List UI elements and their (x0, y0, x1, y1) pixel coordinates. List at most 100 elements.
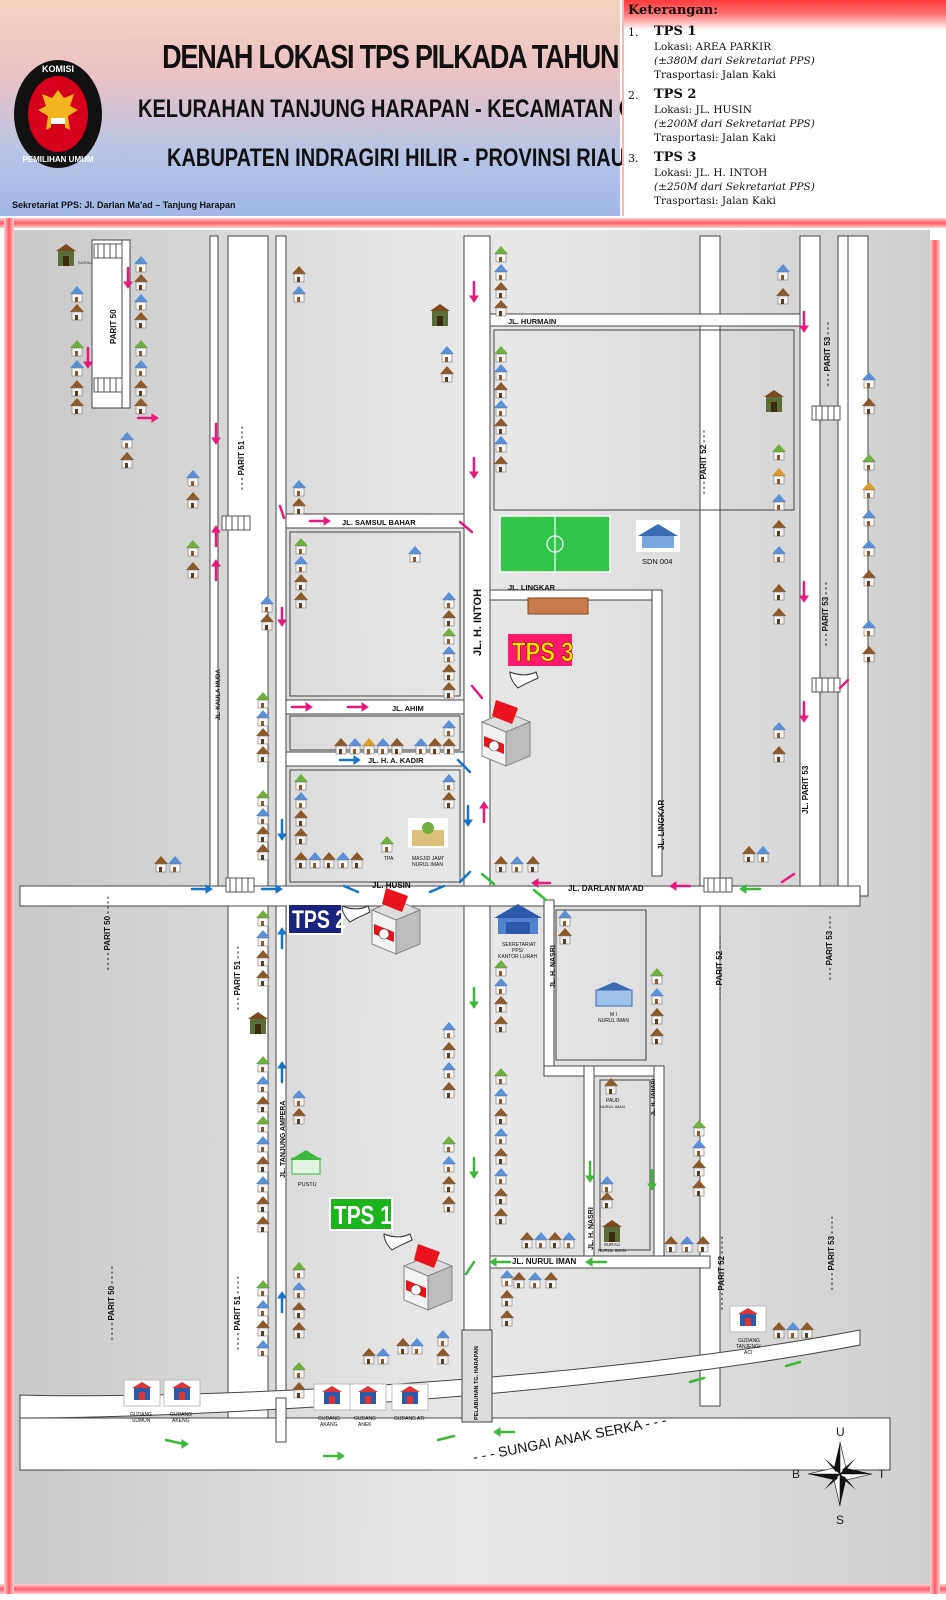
legend-title: Keterangan: (628, 3, 719, 18)
lingkar-building (527, 597, 589, 615)
street-parit52-top: - - - PARIT 52 - - - (699, 430, 708, 494)
legend-panel: Keterangan: 1. TPS 1 Lokasi: AREA PARKIR… (622, 0, 946, 216)
tps3-marker: TPS 3 (481, 634, 574, 767)
map-subtitle-kelurahan: KELURAHAN TANJUNG HARAPAN - KECAMATAN GA… (138, 95, 832, 123)
mi-building (595, 982, 633, 1007)
frame-right (930, 240, 940, 1594)
legend-distance: (±380M dari Sekretariat PPS) (654, 55, 815, 67)
street-parit52-low: - - - - PARIT 52 - - - - (717, 1236, 726, 1310)
tps1-marker: TPS 1 (329, 1197, 453, 1311)
label-surau: SURAU (78, 260, 92, 265)
legend-num: 1. (628, 26, 639, 39)
label-mi: M I (610, 1012, 617, 1018)
label-kantor-lurah: KANTOR LURAH (498, 954, 537, 960)
pustu-building (290, 1150, 322, 1175)
street-darlan-maad: JL. DARLAN MA'AD (568, 884, 644, 893)
street-pelabuhan: PELABUHAN TG. HARAPAN (474, 1346, 480, 1420)
label-surau-nurul: SURAU (604, 1242, 620, 1247)
legend-distance: (±200M dari Sekretariat PPS) (654, 118, 815, 130)
label-sekretariat-pps: PPS/ (512, 948, 524, 954)
label-gudang-aci: ACI (744, 1350, 752, 1356)
street-h-intoh: JL. H. INTOH (472, 589, 484, 656)
frame-top (0, 218, 946, 228)
label-mi-nurul-iman: NURUL IMAN (598, 1018, 629, 1024)
label-pustu: PUSTU (298, 1182, 317, 1188)
legend-location: Lokasi: AREA PARKIR (654, 41, 772, 53)
label-sdn: SDN 004 (642, 557, 672, 566)
label-masjid: MASJID JAMI' (412, 856, 444, 862)
masjid-building (408, 818, 448, 848)
compass-north: U (836, 1425, 845, 1439)
road-network (19, 235, 869, 1447)
label-masjid-nurul-iman: NURUL IMAN (412, 862, 443, 868)
tps-location-map: SURAU SDN 004 SEKRETARIAT PPS/ KANTOR LU… (14, 230, 930, 1584)
map-header: KOMISI PEMILIHAN UMUM DENAH LOKASI TPS P… (0, 0, 832, 216)
compass-east: T (878, 1467, 886, 1481)
street-samsul-bahar: JL. SAMSUL BAHAR (342, 518, 416, 527)
legend-transport: Trasportasi: Jalan Kaki (654, 195, 776, 207)
label-paud-nurul-iman: NURUL IMAN (600, 1104, 625, 1109)
street-parit51-low: - - - - PARIT 51 - - - - (233, 1276, 242, 1350)
street-parit53-mid: - - - PARIT 53 - - - (821, 582, 830, 646)
legend-name: TPS 1 (654, 24, 697, 39)
street-h-nasri-top: JL. H. NASRI (550, 945, 557, 988)
tps1-label: TPS 1 (334, 1201, 392, 1230)
legend-name: TPS 3 (654, 150, 697, 165)
tps3-label: TPS 3 (512, 638, 573, 668)
logo-top-text: KOMISI (42, 64, 74, 74)
label-sekretariat: SEKRETARIAT (502, 942, 536, 948)
street-parit53-top: - - - PARIT 53 - - - (823, 322, 832, 386)
label-gudang-sumun-name: SUMUN (132, 1418, 151, 1424)
legend-name: TPS 2 (654, 87, 697, 102)
legend-distance: (±250M dari Sekretariat PPS) (654, 181, 815, 193)
label-gudang-akeng: GUDANG (170, 1412, 192, 1418)
label-surau-nurul-iman: NURUL IMAN (598, 1248, 626, 1253)
street-husin: JL. HUSIN (372, 881, 411, 890)
legend-location: Lokasi: JL. HUSIN (654, 104, 752, 116)
street-lingkar-h: JL. LINGKAR (508, 583, 556, 592)
street-parit50-low: - - - - PARIT 50 - - - - (107, 1266, 116, 1340)
tps2-marker: TPS 2 (287, 887, 421, 955)
map-title: DENAH LOKASI TPS PILKADA TAHUN 2018 (162, 38, 681, 75)
label-gudang-anek-name: ANEK (358, 1422, 372, 1428)
legend-transport: Trasportasi: Jalan Kaki (654, 132, 776, 144)
street-parit53-low: - - - PARIT 53 - - - (825, 916, 834, 980)
legend-num: 2. (628, 89, 639, 102)
label-gudang-sumun: GUDANG (130, 1412, 152, 1418)
pelabuhan-pier (461, 1329, 493, 1423)
label-gudang-ati: GUDANG ATI (394, 1416, 424, 1422)
label-gudang-tanjeng-name: TANJENG/ (736, 1344, 761, 1350)
street-nurul-iman: JL. NURUL IMAN (512, 1257, 577, 1266)
street-parit52-mid: - - - PARIT 52 - - - (715, 936, 724, 1000)
street-hurmain: JL. HURMAIN (508, 317, 556, 326)
legend-transport: Trasportasi: Jalan Kaki (654, 69, 776, 81)
secretariat-note: Sekretariat PPS: Jl. Darlan Ma'ad – Tanj… (12, 200, 236, 210)
label-gudang-anek: GUDANG (354, 1416, 376, 1422)
street-lingkar-v: JL. LINGKAR (657, 800, 666, 850)
compass-west: B (792, 1467, 800, 1481)
label-gudang-akang-name: AKANG (320, 1422, 338, 1428)
compass-south: S (836, 1513, 844, 1527)
street-parit53-right: JL. PARIT 53 (801, 765, 810, 814)
street-h-jahari: JL. H. JAHARI (651, 1079, 657, 1116)
map-subtitle-kabupaten: KABUPATEN INDRAGIRI HILIR - PROVINSI RIA… (167, 144, 626, 172)
street-tanjung-ampera: JL. TANJUNG AMPERA (280, 1101, 287, 1178)
street-h-nasri-low: JL. H. NASRI (588, 1207, 595, 1250)
label-gudang-akang: GUDANG (318, 1416, 340, 1422)
logo-bottom-text: PEMILIHAN UMUM (22, 155, 93, 164)
sdn-building (636, 520, 680, 552)
frame-bottom (0, 1584, 946, 1594)
kpu-logo: KOMISI PEMILIHAN UMUM (14, 60, 102, 168)
frame-left (4, 218, 14, 1594)
street-parit51-mid: - - - PARIT 51 - - - (233, 946, 242, 1010)
street-parit50-top: PARIT 50 (109, 309, 118, 344)
street-parit53-bottom: - - - - PARIT 53 - - - - (827, 1216, 836, 1290)
label-paud: PAUD (606, 1098, 620, 1104)
compass-rose-icon: U S B T (792, 1425, 886, 1527)
street-ha-kadir: JL. H. A. KADIR (368, 756, 424, 765)
street-parit50-mid: - - - - PARIT 50 - - - - (103, 896, 112, 970)
tps2-label: TPS 2 (292, 906, 346, 934)
label-gudang-akeng-name: AKENG (172, 1418, 190, 1424)
legend-location: Lokasi: JL. H. INTOH (654, 167, 768, 179)
route-arrows (83, 266, 850, 1461)
